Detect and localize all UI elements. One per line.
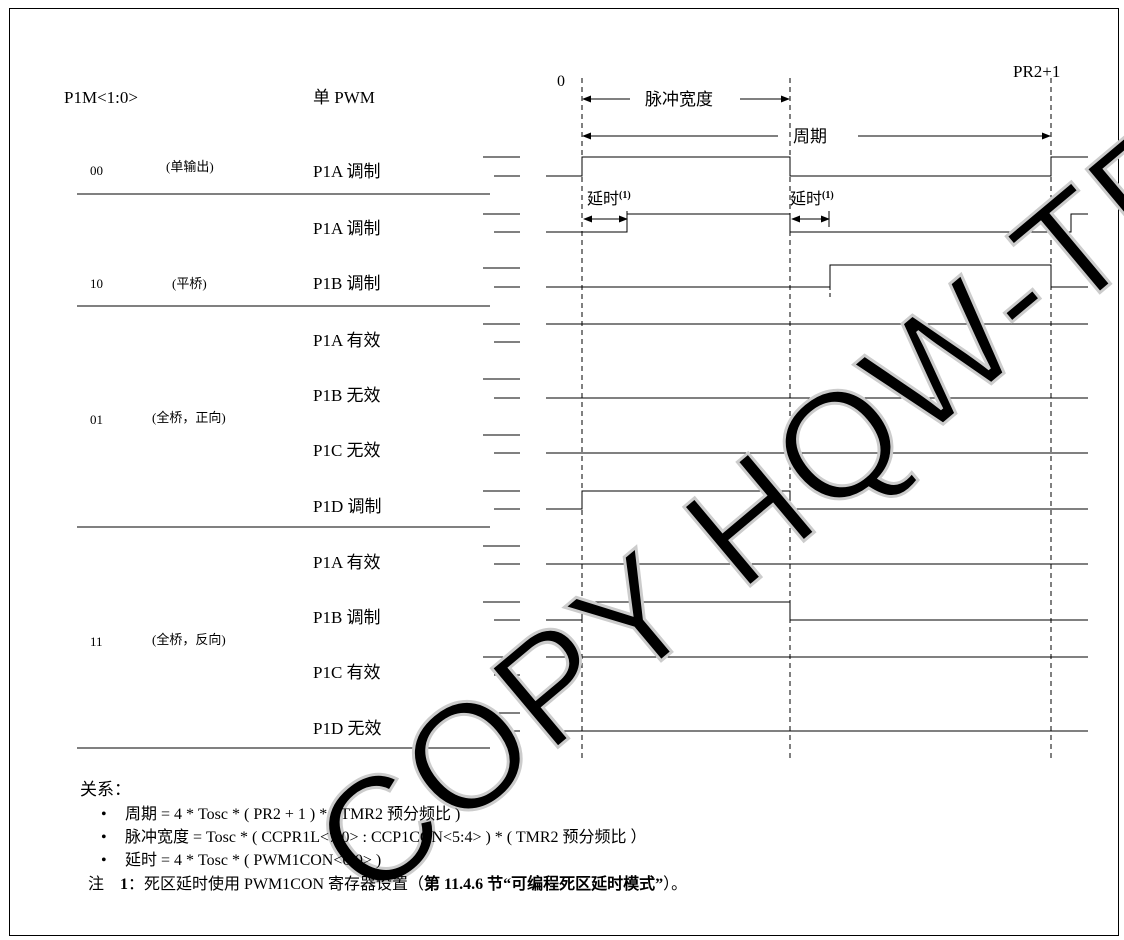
mode-desc-01: (全桥，正向) [152, 410, 226, 425]
zero-marker-label: 0 [557, 73, 565, 90]
mode-desc-11: (全桥，反向) [152, 632, 226, 647]
signal-label: P1B 调制 [313, 274, 381, 293]
list-item: 延时 = 4 * Tosc * ( PWM1CON<6:0> ) [101, 849, 687, 872]
mode-code-10: 10 [90, 276, 103, 291]
signal-label: P1D 无效 [313, 719, 381, 738]
waveform-00-p1a [546, 156, 1088, 177]
signal-label: P1C 有效 [313, 663, 381, 682]
mode-desc-10: (平桥) [172, 276, 207, 291]
footnote-number: 1 [120, 876, 129, 893]
waveform-10-p1a [546, 213, 1088, 233]
signal-label: P1D 调制 [313, 497, 381, 516]
footnote: 注 1：死区延时使用 PWM1CON 寄存器设置（第 11.4.6 节“可编程死… [88, 873, 687, 896]
figure-frame [9, 8, 1119, 936]
signal-label: P1C 无效 [313, 441, 381, 460]
mode-code-01: 01 [90, 412, 103, 427]
mode-code-00: 00 [90, 163, 103, 178]
relation-notes: 关系： 周期 = 4 * Tosc * ( PR2 + 1 ) * ( TMR2… [80, 778, 687, 896]
notes-list: 周期 = 4 * Tosc * ( PR2 + 1 ) * ( TMR2 预分频… [80, 803, 687, 872]
signal-label: P1B 无效 [313, 386, 381, 405]
footnote-section-ref: 第 11.4.6 节“可编程死区延时模式” [424, 876, 664, 893]
level-legend-marks [483, 156, 520, 732]
waveform-10-p1b [546, 264, 1088, 288]
list-item: 脉冲宽度 = Tosc * ( CCPR1L<7:0> : CCP1CON<5:… [101, 826, 687, 849]
footnote-text: ：死区延时使用 PWM1CON 寄存器设置（ [128, 876, 425, 893]
footnote-end: ）。 [663, 876, 688, 893]
mode-desc-00: (单输出) [166, 159, 214, 174]
period-label: 周期 [793, 127, 827, 146]
delay-label-2: 延时(1) [790, 190, 834, 208]
delay-label-1: 延时(1) [587, 190, 631, 208]
footnote-prefix: 注 [88, 876, 105, 893]
signal-label: P1A 有效 [313, 331, 381, 350]
signal-column-header: 单 PWM [313, 88, 375, 107]
pr2-marker-label: PR2+1 [1013, 62, 1060, 81]
list-item: 周期 = 4 * Tosc * ( PR2 + 1 ) * ( TMR2 预分频… [101, 803, 687, 826]
signal-label: P1B 调制 [313, 608, 381, 627]
signal-label: P1A 有效 [313, 553, 381, 572]
signal-label: P1A 调制 [313, 219, 381, 238]
notes-title: 关系： [80, 780, 131, 799]
waveform-11-p1b [546, 601, 1088, 621]
mode-column-header: P1M<1:0> [64, 88, 138, 107]
signal-label: P1A 调制 [313, 162, 381, 181]
waveform-01-p1d [546, 490, 1088, 510]
pulse-width-label: 脉冲宽度 [645, 90, 713, 109]
mode-code-11: 11 [90, 634, 103, 649]
